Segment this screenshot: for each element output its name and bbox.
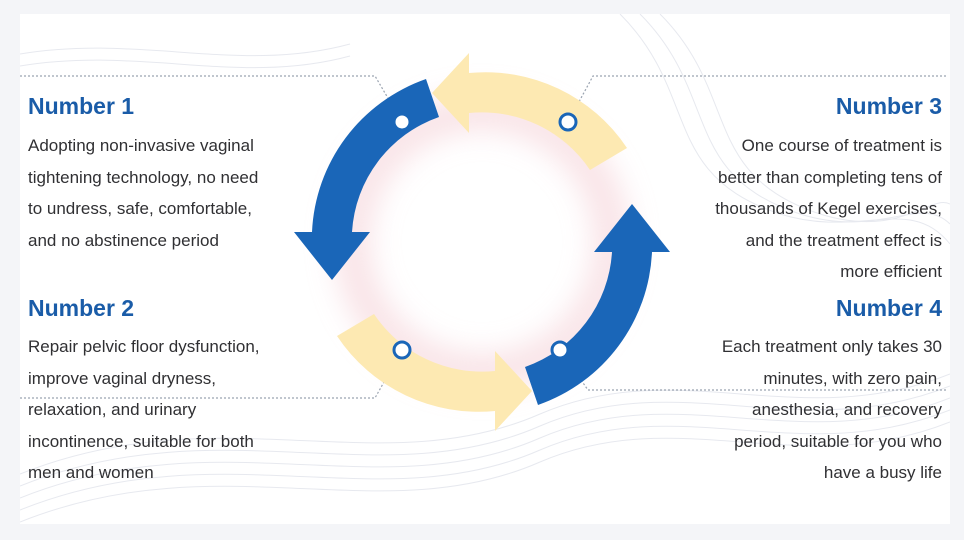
cycle-diagram — [20, 53, 946, 431]
point-text-line: minutes, with zero pain, — [763, 368, 942, 388]
point-text-line: Each treatment only takes 30 — [721, 337, 942, 356]
point-heading: Number 2 — [28, 295, 135, 321]
point-text-line: tightening technology, no need — [28, 167, 259, 187]
point-block-2: Number 2 Repair pelvic floor dysfunction… — [28, 294, 318, 489]
point-heading: Number 4 — [835, 295, 942, 321]
background-wave-lines — [20, 14, 950, 523]
connector-lines — [20, 75, 946, 399]
point-block-3: Number 3 One course of treatment is bett… — [660, 92, 942, 288]
point-text-line: One course of treatment is — [741, 136, 942, 155]
point-text-line: better than completing tens of — [718, 167, 942, 187]
point-text-line: relaxation, and urinary — [28, 400, 197, 419]
point-text-line: thousands of Kegel exercises, — [715, 199, 942, 218]
point-text-line: improve vaginal dryness, — [28, 368, 217, 388]
point-text-line: and the treatment effect is — [745, 230, 942, 250]
marker-dot-1 — [392, 112, 412, 132]
point-block-1: Number 1 Adopting non-invasive vaginal t… — [28, 92, 318, 256]
marker-dot-4 — [550, 340, 570, 360]
yellow-arrow-top — [432, 53, 627, 170]
marker-dot-2 — [392, 340, 412, 360]
point-text-line: to undress, safe, comfortable, — [28, 199, 252, 218]
point-block-4: Number 4 Each treatment only takes 30 mi… — [660, 294, 942, 489]
point-text-line: anesthesia, and recovery — [752, 400, 942, 419]
point-text-line: and no abstinence period — [28, 230, 219, 250]
point-text-line: Adopting non-invasive vaginal — [28, 136, 254, 155]
point-text-line: more efficient — [840, 262, 942, 281]
point-heading: Number 1 — [28, 93, 135, 119]
infographic-panel: Number 1 Adopting non-invasive vaginal t… — [20, 14, 950, 524]
marker-dots — [392, 112, 578, 360]
point-text-line: Repair pelvic floor dysfunction, — [28, 337, 260, 356]
point-text-line: period, suitable for you who — [734, 431, 942, 451]
yellow-arrow-bottom — [337, 314, 532, 431]
point-heading: Number 3 — [835, 93, 942, 119]
ring-glow — [334, 94, 630, 390]
point-text-line: men and women — [28, 463, 154, 482]
marker-dot-3 — [558, 112, 578, 132]
point-text-line: incontinence, suitable for both — [28, 431, 254, 451]
point-text-line: have a busy life — [823, 463, 942, 482]
